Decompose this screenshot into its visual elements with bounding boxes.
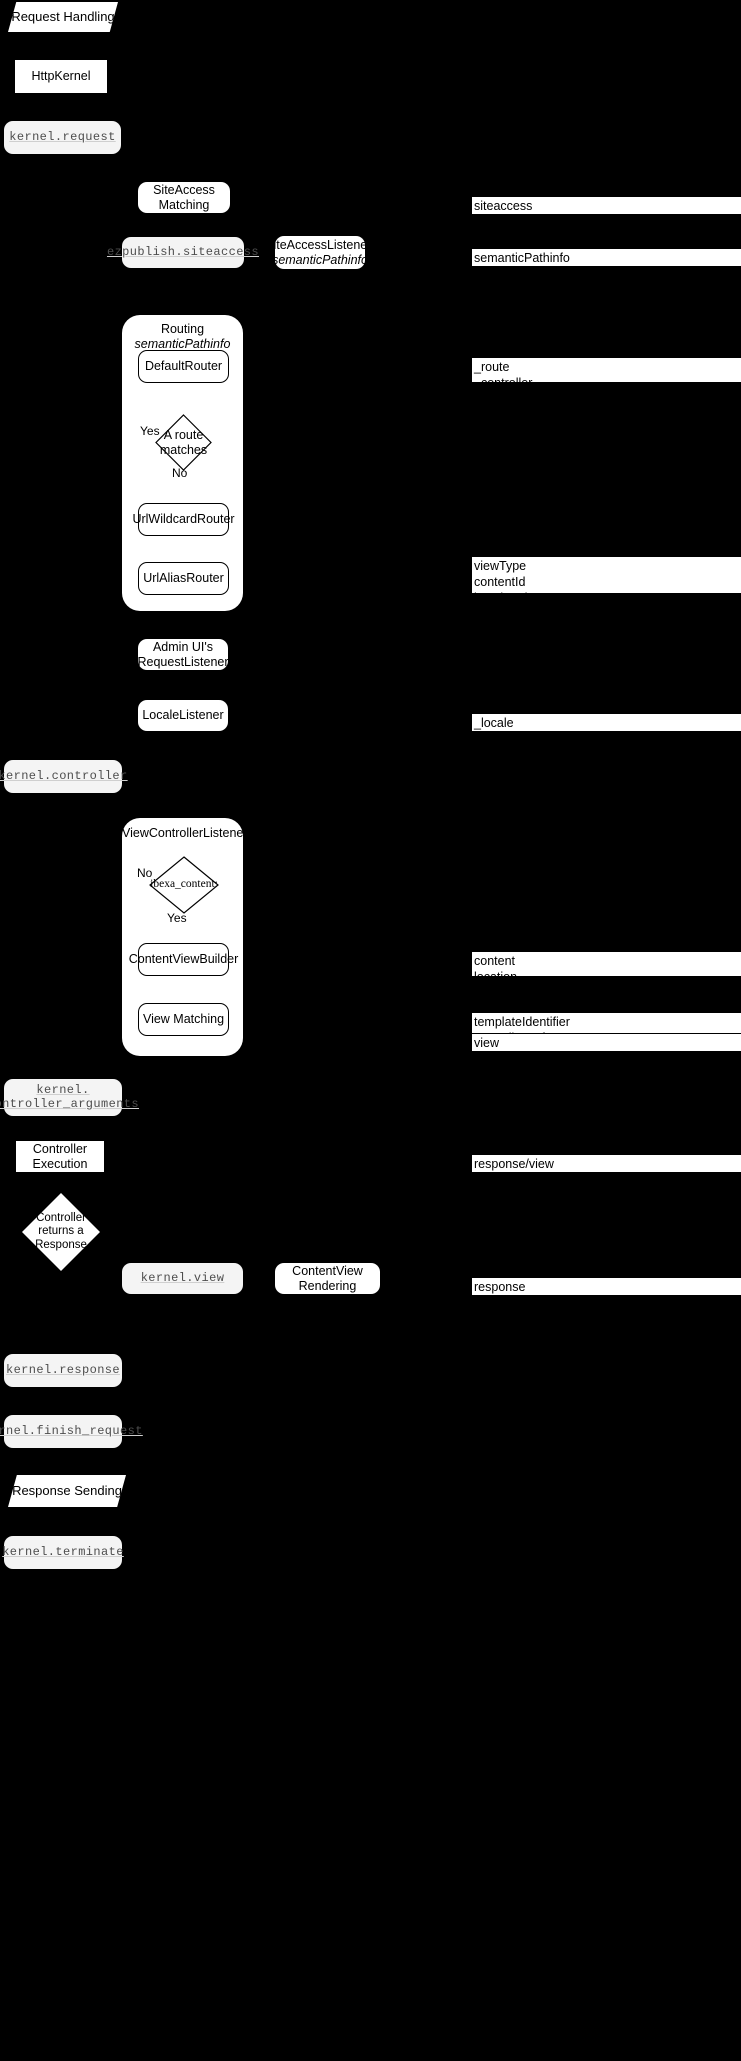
node-locale-listener: LocaleListener [138,700,228,731]
decision-controller-returns-response-label: Controller returns a Response [22,1193,100,1271]
group-view-controller-title: ViewControllerListener [122,826,248,840]
node-view-matching: View Matching [138,1003,229,1036]
edge-label-route-yes: Yes [140,424,160,438]
node-http-kernel: HttpKernel [15,60,107,93]
event-label: kernel.controller [0,768,128,783]
banner-response-sending: Response Sending [8,1475,126,1507]
annotation-semantic-pathinfo: semanticPathinfo [471,248,741,267]
node-controller-execution: Controller Execution [16,1141,104,1172]
event-kernel-terminate: kernel.terminate [2,1536,124,1569]
annotation-view: view [471,1033,741,1052]
annotation-response-view: response/view [471,1154,741,1173]
node-contentview-rendering: ContentView Rendering [275,1263,380,1294]
annotation-siteaccess: siteaccess [471,196,741,215]
decision-line1: Controller [36,1212,86,1225]
decision-ibexa-content-label: ibexa_content: [150,878,218,891]
node-url-alias-router: UrlAliasRouter [138,562,229,595]
node-siteaccess-listener: SiteAccessListener: semanticPathinfo [265,236,375,269]
siteaccess-listener-line2: semanticPathinfo [272,252,368,267]
decision-ibexa-content [149,856,219,914]
banner-request-handling: Request Handling [8,2,118,32]
node-content-view-builder: ContentViewBuilder [129,943,238,976]
decision-a-route-matches [155,414,212,471]
event-label: kernel. controller_arguments [0,1082,140,1111]
decision-line3: Response [35,1238,87,1251]
decision-a-route-matches-label: A route matches [155,414,212,471]
event-kernel-request: kernel.request [4,121,121,154]
annotation-response: response [471,1277,741,1296]
event-ezpublish-siteaccess: ezpublish.siteaccess [107,237,259,268]
event-kernel-view: kernel.view [122,1263,243,1294]
edge-label-route-no: No [172,466,188,480]
node-admin-ui-request-listener: Admin UI's RequestListener [137,639,229,670]
node-siteaccess-matching: SiteAccess Matching [138,182,230,213]
annotation-viewtype-contentid-locationid: viewType contentId locationId [471,556,741,605]
event-label: kernel.response [5,1362,121,1377]
edge-label-ibexa-no: No [137,866,153,880]
group-routing-title-line1: Routing [160,322,205,336]
event-label: kernel.request [9,129,116,144]
node-url-wildcard-router: UrlWildcardRouter [132,503,235,536]
decision-line2: returns a [38,1225,84,1238]
siteaccess-listener-line1: SiteAccessListener: [265,238,375,253]
decision-line1: A route [163,428,204,443]
event-kernel-controller: kernel.controller [0,760,127,793]
event-label: kernel.finish_request [0,1423,143,1438]
group-routing-title-italic: semanticPathinfo [134,336,231,351]
node-default-router: DefaultRouter [138,350,229,383]
annotation-locale: _locale [471,713,741,732]
event-kernel-finish-request: kernel.finish_request [0,1415,142,1448]
event-label: kernel.terminate [2,1544,124,1559]
event-kernel-response: kernel.response [4,1354,122,1387]
decision-line2: matches [159,442,208,457]
annotation-content-location: content location [471,951,741,984]
annotation-route-controller: _route _controller [471,357,741,390]
event-label: kernel.view [140,1270,225,1285]
decision-controller-returns-response [22,1193,100,1271]
event-kernel-controller-arguments: kernel. controller_arguments [0,1079,139,1116]
edge-label-ibexa-yes: Yes [167,911,187,925]
event-label: ezpublish.siteaccess [106,244,260,259]
